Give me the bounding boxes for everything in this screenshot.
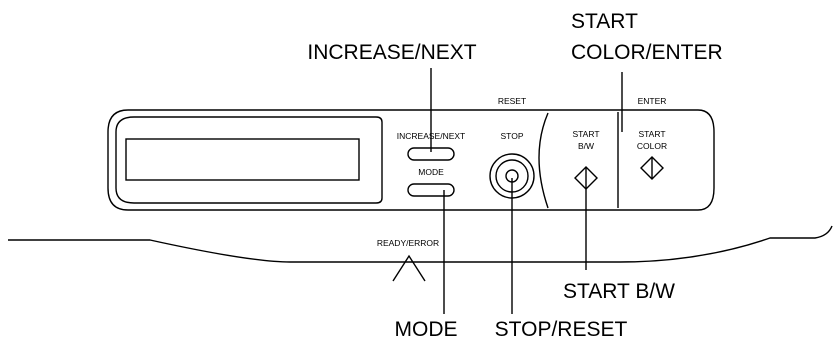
start-bw-panel-label-line2: B/W	[578, 141, 594, 151]
start-bw-section-divider	[538, 112, 549, 209]
start-color-panel-label-line1: START	[638, 129, 665, 139]
mode-callout: MODE	[395, 318, 458, 341]
ready-error-panel-label: READY/ERROR	[377, 238, 439, 248]
enter-panel-label: ENTER	[638, 96, 667, 106]
start-color-panel-label-line2: COLOR	[637, 141, 667, 151]
start-bw-panel-label-line1: START	[572, 129, 599, 139]
stop-reset-callout: STOP/RESET	[495, 318, 628, 341]
start-color-callout-line1: START	[571, 10, 638, 33]
panel-frame	[107, 109, 715, 211]
ready-error-indicator	[392, 254, 426, 282]
reset-panel-label: RESET	[498, 96, 526, 106]
start-bw-button[interactable]	[574, 166, 598, 190]
start-color-button[interactable]	[640, 156, 664, 180]
lcd-display	[125, 138, 360, 181]
mode-button[interactable]	[407, 183, 455, 197]
device-body	[8, 225, 833, 263]
leader-lines	[430, 68, 623, 314]
stop-panel-label: STOP	[501, 131, 524, 141]
start-color-callout-line2: COLOR/ENTER	[571, 41, 723, 64]
increase-next-callout: INCREASE/NEXT	[307, 41, 476, 64]
mode-panel-label: MODE	[418, 167, 444, 177]
start-bw-callout: START B/W	[563, 280, 675, 303]
